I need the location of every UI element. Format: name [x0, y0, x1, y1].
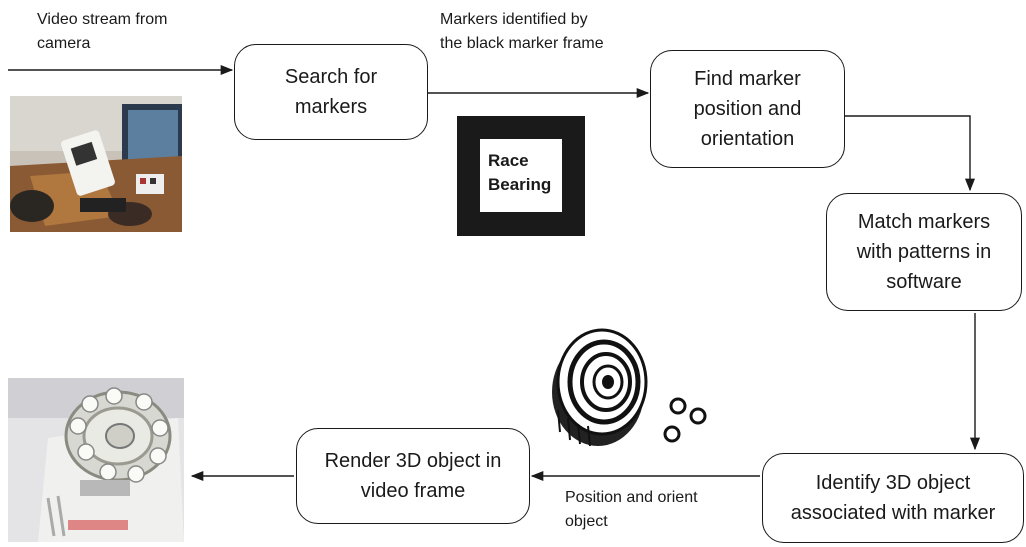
- markers-identified-label: Markers identified by the black marker f…: [440, 11, 604, 52]
- marker-frame: Race Bearing: [457, 116, 585, 236]
- video-stream-label: Video stream from camera: [37, 11, 168, 52]
- camera-photo: [10, 96, 182, 232]
- arrow-find-to-match: [845, 115, 976, 192]
- position-orient-label: Position and orient object: [565, 489, 698, 530]
- render-3d-object-box: Render 3D object in video frame: [296, 428, 530, 524]
- augmented-frame-photo: [8, 378, 184, 542]
- bearing-3d-drawing: [540, 318, 722, 458]
- search-for-markers-box: Search for markers: [234, 44, 428, 140]
- find-marker-position-box: Find marker position and orientation: [650, 50, 845, 168]
- match-markers-box: Match markers with patterns in software: [826, 193, 1022, 311]
- identify-3d-object-box: Identify 3D object associated with marke…: [762, 453, 1024, 543]
- marker-text: Race Bearing: [480, 139, 562, 212]
